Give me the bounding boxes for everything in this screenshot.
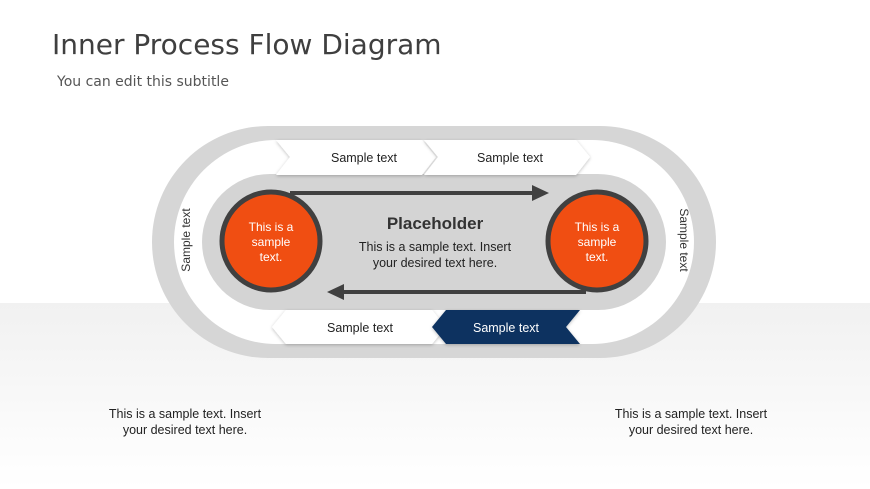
left-circle-line2: sample <box>252 235 291 249</box>
inner-track <box>202 174 666 310</box>
bottom-chevron-2-highlight <box>432 310 580 344</box>
left-circle <box>219 189 323 293</box>
right-circle-line3: text. <box>586 250 609 264</box>
left-side-label: Sample text <box>179 208 193 272</box>
center-body-line2: your desired text here. <box>373 256 497 270</box>
center-heading: Placeholder <box>387 214 484 233</box>
top-chevron-1 <box>276 140 436 175</box>
top-label-2: Sample text <box>477 151 544 165</box>
right-circle <box>545 189 649 293</box>
right-circle-line2: sample <box>578 235 617 249</box>
top-chevron-2 <box>424 140 590 175</box>
right-circle-line1: This is a <box>575 220 620 234</box>
center-body-line1: This is a sample text. Insert <box>359 240 512 254</box>
footer-right-line1: This is a sample text. Insert <box>614 407 768 421</box>
bottom-chevron-1 <box>272 310 446 344</box>
right-arrow-head <box>532 185 549 201</box>
top-label-1: Sample text <box>331 151 398 165</box>
footer-note-right: This is a sample text. Insert your desir… <box>581 406 801 438</box>
left-circle-line1: This is a <box>249 220 294 234</box>
footer-left-line2: your desired text here. <box>122 423 248 437</box>
page-title: Inner Process Flow Diagram <box>52 28 442 61</box>
right-side-label: Sample text <box>677 208 691 272</box>
left-arrow-head <box>327 284 344 300</box>
left-circle-line3: text. <box>260 250 283 264</box>
footer-note-left: This is a sample text. Insert your desir… <box>75 406 295 438</box>
footer-right-line2: your desired text here. <box>628 423 754 437</box>
footer-left-line1: This is a sample text. Insert <box>108 407 262 421</box>
page-subtitle: You can edit this subtitle <box>57 74 229 90</box>
bottom-label-1: Sample text <box>327 321 394 335</box>
bottom-label-2: Sample text <box>473 321 540 335</box>
